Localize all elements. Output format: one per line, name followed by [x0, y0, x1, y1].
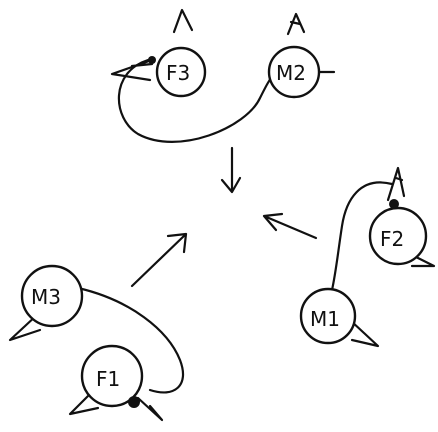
m3-tail-icon — [8, 312, 42, 342]
m3-label: M3 — [31, 285, 61, 309]
m2-label: M2 — [276, 61, 306, 85]
f2-ears-icon — [386, 166, 406, 202]
f1-node[interactable] — [80, 344, 144, 408]
node-group-right: F2 M1 — [299, 166, 436, 348]
link-f2-m1 — [330, 181, 394, 292]
arrow-down — [220, 146, 242, 194]
m1-label: M1 — [310, 307, 340, 331]
m2-node[interactable] — [267, 45, 321, 99]
f2-tail-icon — [410, 254, 436, 268]
f3-ears-icon — [172, 8, 194, 34]
f3-tail-icon — [110, 58, 154, 82]
f2-dot-marker — [389, 199, 399, 209]
m2-ears-icon — [286, 12, 306, 36]
f1-dot-marker — [128, 396, 140, 408]
f3-dot-marker — [148, 56, 156, 64]
f3-label: F3 — [166, 61, 190, 85]
link-m3-f1 — [76, 286, 185, 394]
arrow-left — [262, 212, 318, 240]
m1-tail-icon — [348, 318, 380, 348]
m1-node[interactable] — [299, 287, 357, 345]
f1-ears-icon — [68, 392, 100, 416]
f2-node[interactable] — [368, 206, 428, 266]
node-group-top: F3 M2 — [110, 8, 336, 143]
f2-label: F2 — [380, 227, 404, 251]
f3-node[interactable] — [155, 46, 207, 98]
f1-label: F1 — [96, 367, 120, 391]
center-arrows — [130, 146, 318, 288]
link-f3-m2 — [117, 58, 278, 143]
arrow-up-right — [130, 232, 188, 288]
f1-tail-icon — [136, 396, 164, 422]
node-group-bottom-left: M3 F1 — [8, 264, 185, 422]
m3-node[interactable] — [20, 264, 84, 328]
